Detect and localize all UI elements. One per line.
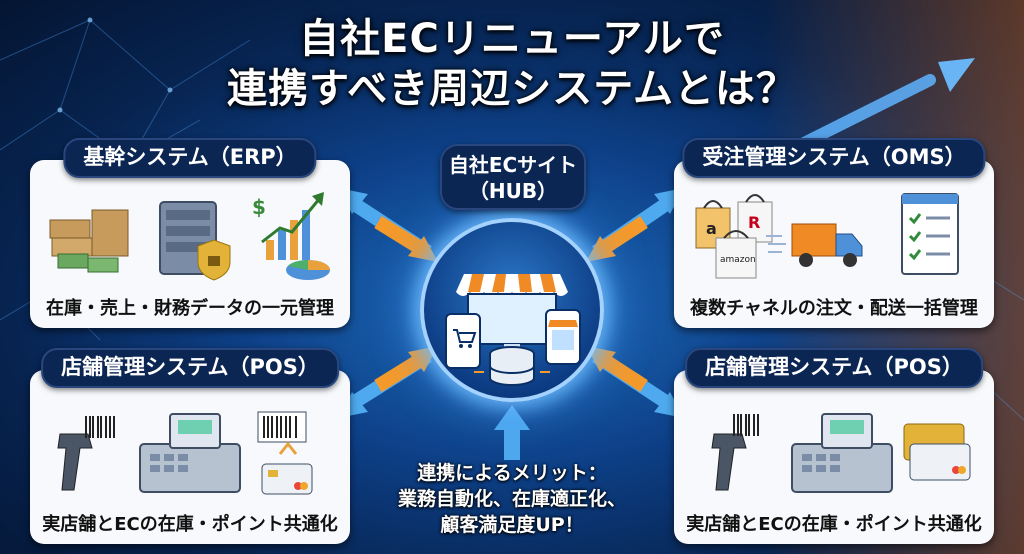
panel-erp: 基幹システム（ERP） $: [30, 138, 350, 328]
panel-pos-left: 店舗管理システム（POS）: [30, 348, 350, 544]
shopping-bag-amazon-icon: amazon: [715, 230, 757, 279]
panel-pos-right-card: 実店舗とECの在庫・ポイント共通化: [674, 370, 994, 544]
cash-register-icon: [791, 413, 893, 493]
hub-label: 自社ECサイト （HUB）: [440, 144, 586, 210]
panel-pos-right-icons: [711, 413, 971, 493]
panel-pos-left-card: 実店舗とECの在庫・ポイント共通化: [30, 370, 350, 544]
panel-erp-icons: $: [49, 192, 330, 281]
database-icon: [489, 346, 535, 386]
panel-erp-card: $ 在庫・売上・財務データの一元管理: [30, 160, 350, 328]
panel-pos-right-caption: 実店舗とECの在庫・ポイント共通化: [686, 514, 982, 535]
mobile-store-icon: [545, 309, 581, 365]
panel-oms: 受注管理システム（OMS） a R amazon: [674, 138, 994, 328]
mobile-cart-icon: [445, 313, 481, 369]
storefront-awning-icon: [456, 274, 568, 296]
barcode-tap-icon: [257, 411, 307, 455]
panel-pos-right: 店舗管理システム（POS） 実: [674, 348, 994, 544]
benefit-line-3: 顧客満足度UP！: [440, 514, 584, 536]
hub-circle: [420, 218, 604, 402]
cash-register-icon: [139, 413, 241, 493]
bag-label-amazon: amazon: [720, 255, 756, 265]
panel-pos-left-title: 店舗管理システム（POS）: [41, 348, 339, 388]
shopping-bag-r-icon: R: [737, 194, 773, 243]
title-line-1: 自社ECリニューアルで: [299, 16, 725, 62]
benefit-line-1: 連携によるメリット：: [417, 462, 607, 484]
benefit-line-2: 業務自動化、在庫適正化、: [397, 488, 626, 510]
bag-label-r: R: [748, 213, 760, 232]
page-title: 自社ECリニューアルで 連携すべき周辺システムとは？: [0, 14, 1024, 114]
panel-pos-right-title: 店舗管理システム（POS）: [685, 348, 983, 388]
panel-erp-title: 基幹システム（ERP）: [63, 138, 317, 178]
svg-text:$: $: [252, 195, 266, 219]
bag-label-a: a: [706, 219, 717, 238]
server-lock-icon: [159, 201, 231, 281]
panel-oms-card: a R amazon: [674, 160, 994, 328]
panel-pos-left-icons: [57, 411, 313, 495]
barcode-scanner-icon: [711, 433, 747, 491]
hub-label-line-1: 自社ECサイト: [448, 153, 578, 177]
panel-oms-icons: a R amazon: [695, 193, 959, 279]
panel-oms-title: 受注管理システム（OMS）: [682, 138, 986, 178]
stacked-boxes-money-icon: [49, 209, 129, 273]
ec-store-hub-icon: [445, 274, 581, 386]
panel-oms-caption: 複数チャネルの注文・配送一括管理: [690, 298, 978, 319]
pie-chart-icon: [286, 260, 330, 280]
barcode-scanner-icon: [57, 433, 93, 491]
panel-erp-caption: 在庫・売上・財務データの一元管理: [46, 298, 334, 319]
title-line-2: 連携すべき周辺システムとは？: [227, 66, 797, 112]
delivery-truck-icon: [766, 223, 863, 267]
growth-chart-icon: $: [252, 192, 324, 260]
barcode-icon: [733, 414, 759, 436]
checklist-icon: [901, 193, 959, 275]
barcode-icon: [85, 416, 115, 438]
benefit-text: 連携によるメリット： 業務自動化、在庫適正化、 顧客満足度UP！: [378, 460, 646, 538]
credit-card-icon: [903, 423, 971, 481]
panel-pos-left-caption: 実店舗とECの在庫・ポイント共通化: [42, 514, 338, 535]
hub-label-line-2: （HUB）: [468, 179, 558, 203]
credit-card-icon: [261, 463, 313, 495]
